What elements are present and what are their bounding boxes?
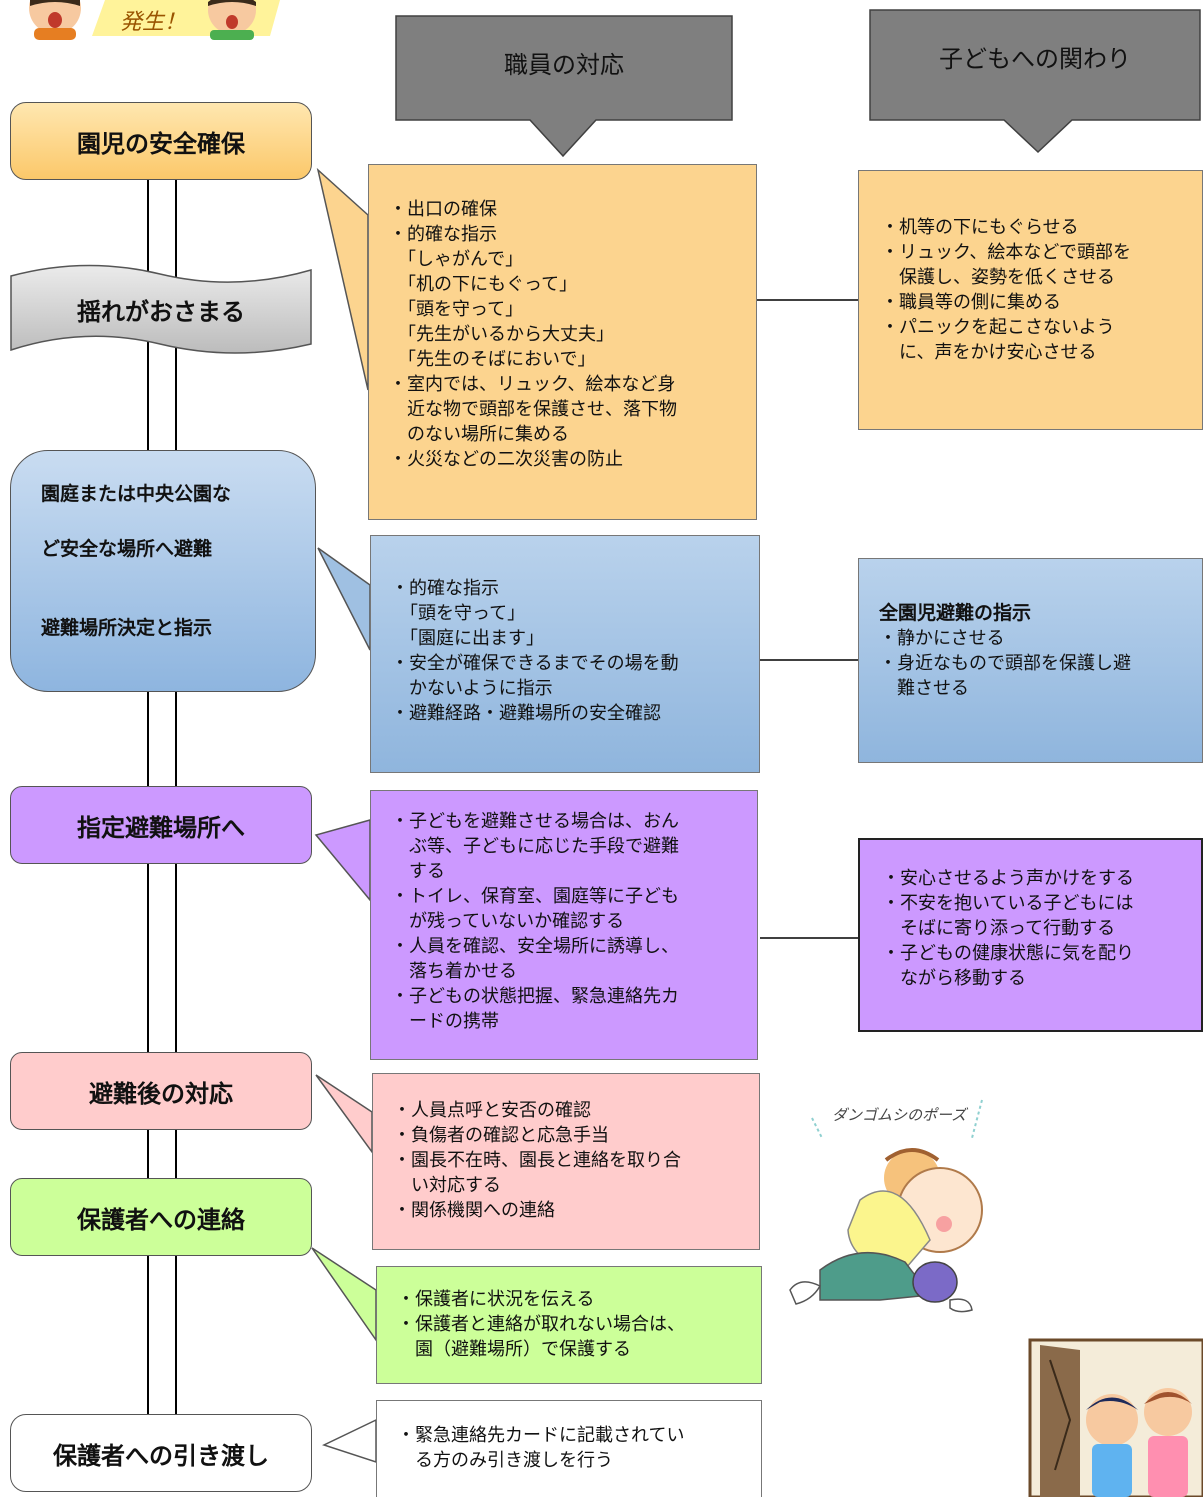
child-designated-line: ・不安を抱いている子どもには xyxy=(882,893,1134,914)
stage-evacuate-line3: 避難場所決定と指示 xyxy=(41,617,213,639)
staff-handover-line: ・緊急連絡先カードに記載されてい xyxy=(397,1425,685,1446)
child-evacuate-line: 難させる xyxy=(879,678,969,699)
child-safety-line: ・リュック、絵本などで頭部を xyxy=(881,242,1132,263)
staff-safety-line: のない場所に集める xyxy=(389,424,569,445)
children-at-door-illustration xyxy=(1028,1338,1203,1497)
child-evacuate-line: ・身近なもので頭部を保護し避 xyxy=(879,653,1131,674)
child-designated-line: ・安心させるよう声かけをする xyxy=(882,868,1134,889)
occurrence-label: 発生！ xyxy=(120,10,187,35)
callout-tail-safety xyxy=(316,167,369,391)
stage-designated-site: 指定避難場所へ xyxy=(10,786,312,864)
child-evacuate-line: ・静かにさせる xyxy=(879,628,1005,649)
surprised-children-illustration xyxy=(29,0,280,40)
staff-safety-line: 「先生のそばにおいで」 xyxy=(389,349,596,370)
child-designated-line: そばに寄り添って行動する xyxy=(882,918,1116,939)
staff-after-line: ・関係機関への連絡 xyxy=(393,1200,555,1221)
stage-after-evacuation: 避難後の対応 xyxy=(10,1052,312,1130)
stage-contact-guardians: 保護者への連絡 xyxy=(10,1178,312,1256)
child-box-safety: ・机等の下にもぐらせる ・リュック、絵本などで頭部を 保護し、姿勢を低くさせる … xyxy=(858,170,1203,430)
staff-designated-line: する xyxy=(391,861,445,882)
staff-box-guardians: ・保護者に状況を伝える ・保護者と連絡が取れない場合は、 園（避難場所）で保護す… xyxy=(376,1266,762,1384)
callout-tail-after xyxy=(315,1074,373,1155)
staff-box-evacuate: ・的確な指示 「頭を守って」 「園庭に出ます」 ・安全が確保できるまでその場を動… xyxy=(370,535,760,773)
staff-column-arrow xyxy=(395,15,733,158)
staff-safety-line: 「机の下にもぐって」 xyxy=(389,274,578,295)
staff-designated-line: ・人員を確認、安全場所に誘導し、 xyxy=(391,936,679,957)
child-designated-line: ながら移動する xyxy=(882,968,1026,989)
staff-box-after: ・人員点呼と安否の確認 ・負傷者の確認と応急手当 ・園長不在時、園長と連絡を取り… xyxy=(372,1073,760,1250)
staff-guardians-line: ・保護者と連絡が取れない場合は、 xyxy=(397,1314,685,1335)
child-safety-line: ・職員等の側に集める xyxy=(881,292,1061,313)
child-box-designated: ・安心させるよう声かけをする ・不安を抱いている子どもには そばに寄り添って行動… xyxy=(858,838,1203,1032)
staff-safety-line: 「しゃがんで」 xyxy=(389,249,524,270)
staff-designated-line: が残っていないか確認する xyxy=(391,911,625,932)
child-column-header: 子どもへの関わり xyxy=(939,44,1131,73)
callout-tail-evacuate xyxy=(317,547,371,651)
staff-guardians-line: ・保護者に状況を伝える xyxy=(397,1289,595,1310)
child-safety-line: ・パニックを起こさないよう xyxy=(881,317,1115,338)
staff-designated-line: ・子どもを避難させる場合は、おん xyxy=(391,811,679,832)
callout-tail-handover xyxy=(321,1418,377,1464)
staff-safety-line: ・室内では、リュック、絵本など身 xyxy=(389,374,676,395)
child-evacuate-title: 全園児避難の指示 xyxy=(879,602,1032,624)
staff-after-line: い対応する xyxy=(393,1175,501,1196)
stage-evacuate-line1: 園庭または中央公園な xyxy=(41,483,232,505)
child-box-evacuate: 全園児避難の指示 ・静かにさせる ・身近なもので頭部を保護し避 難させる xyxy=(858,558,1203,763)
staff-evacuate-line: 「園庭に出ます」 xyxy=(391,628,544,649)
staff-guardians-line: 園（避難場所）で保護する xyxy=(397,1339,631,1360)
stage-evacuate-line2: ど安全な場所へ避難 xyxy=(41,538,213,560)
dangomushi-caption: ダンゴムシのポーズ xyxy=(832,1106,967,1124)
child-designated-line: ・子どもの健康状態に気を配り xyxy=(882,943,1134,964)
staff-safety-line: ・的確な指示 xyxy=(389,224,497,245)
callout-tail-guardians xyxy=(311,1247,377,1343)
stage-handover: 保護者への引き渡し xyxy=(10,1414,312,1492)
dangomushi-pose-illustration xyxy=(789,1099,983,1313)
callout-tail-designated xyxy=(314,819,371,903)
staff-safety-line: 「先生がいるから大丈夫」 xyxy=(389,324,614,345)
staff-evacuate-line: ・安全が確保できるまでその場を動 xyxy=(391,653,679,674)
staff-safety-line: 近な物で頭部を保護させ、落下物 xyxy=(389,399,677,420)
staff-designated-line: ・トイレ、保育室、園庭等に子ども xyxy=(391,886,679,907)
stage-shaking-stops-label: 揺れがおさまる xyxy=(77,298,245,326)
child-column-arrow xyxy=(869,9,1201,154)
staff-safety-line: 「頭を守って」 xyxy=(389,299,524,320)
stage-shaking-stops: 揺れがおさまる xyxy=(10,262,312,357)
stage-secure-children: 園児の安全確保 xyxy=(10,102,312,180)
staff-after-line: ・負傷者の確認と応急手当 xyxy=(393,1125,609,1146)
staff-safety-line: ・出口の確保 xyxy=(389,199,497,220)
staff-box-designated: ・子どもを避難させる場合は、おん ぶ等、子どもに応じた手段で避難 する ・トイレ… xyxy=(370,790,758,1060)
staff-safety-line: ・火災などの二次災害の防止 xyxy=(389,449,623,470)
staff-evacuate-line: 「頭を守って」 xyxy=(391,603,526,624)
child-safety-line: に、声をかけ安心させる xyxy=(881,342,1097,363)
staff-evacuate-line: かないように指示 xyxy=(391,678,553,699)
connector-lines xyxy=(757,299,858,939)
staff-box-safety: ・出口の確保 ・的確な指示 「しゃがんで」 「机の下にもぐって」 「頭を守って」… xyxy=(368,164,757,520)
stage-evacuate: 園庭または中央公園な ど安全な場所へ避難 避難場所決定と指示 xyxy=(10,450,316,692)
staff-after-line: ・園長不在時、園長と連絡を取り合 xyxy=(393,1150,681,1171)
staff-evacuate-line: ・避難経路・避難場所の安全確認 xyxy=(391,703,661,724)
staff-box-handover: ・緊急連絡先カードに記載されてい る方のみ引き渡しを行う xyxy=(376,1400,762,1497)
staff-designated-line: ・子どもの状態把握、緊急連絡先カ xyxy=(391,986,679,1007)
staff-column-header: 職員の対応 xyxy=(504,50,624,79)
staff-after-line: ・人員点呼と安否の確認 xyxy=(393,1100,591,1121)
wave-banner-shape xyxy=(10,264,312,354)
staff-designated-line: 落ち着かせる xyxy=(391,961,517,982)
child-safety-line: 保護し、姿勢を低くさせる xyxy=(881,267,1115,288)
staff-handover-line: る方のみ引き渡しを行う xyxy=(397,1450,613,1471)
staff-designated-line: ぶ等、子どもに応じた手段で避難 xyxy=(391,836,679,857)
staff-designated-line: ードの携帯 xyxy=(391,1011,499,1032)
child-safety-line: ・机等の下にもぐらせる xyxy=(881,217,1079,238)
staff-evacuate-line: ・的確な指示 xyxy=(391,578,499,599)
